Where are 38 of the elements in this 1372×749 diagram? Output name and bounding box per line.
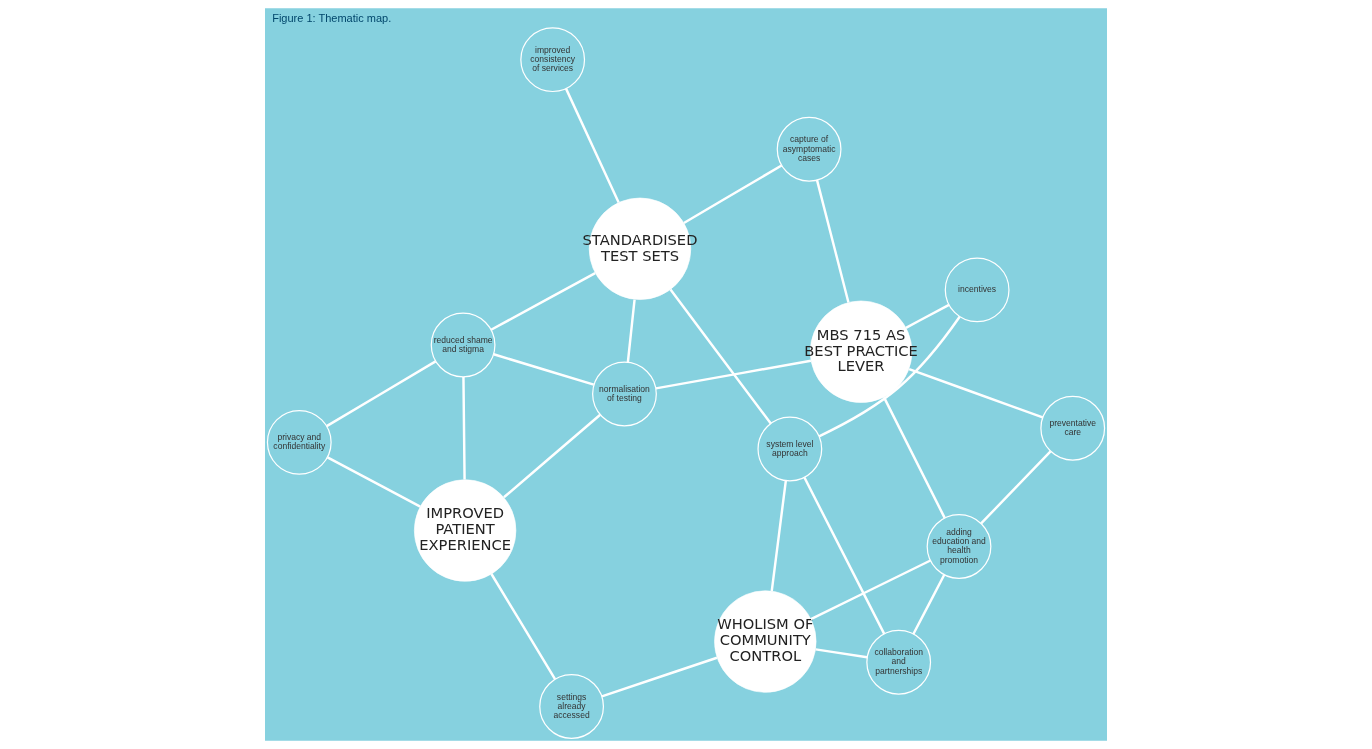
connector: [905, 303, 950, 329]
connector: [683, 164, 783, 224]
connector: [815, 179, 850, 303]
connector: [490, 272, 596, 331]
connector: [326, 456, 421, 508]
node-circle: system level approach: [757, 416, 823, 482]
node-circle: preventative care: [1040, 395, 1106, 461]
node-circle: improved consistency of services: [520, 27, 586, 93]
connector: [626, 299, 636, 363]
node-circle: capture of asymptomatic cases: [776, 116, 842, 182]
node-circle: WHOLISM OF COMMUNITY CONTROL: [714, 590, 817, 693]
node-circle: normalisation of testing: [592, 361, 657, 427]
connector: [490, 573, 557, 680]
node-circle: incentives: [944, 257, 1010, 323]
connector: [601, 656, 718, 698]
node-circle: privacy and confidentiality: [266, 409, 332, 475]
connector: [669, 288, 772, 425]
connector: [655, 359, 812, 390]
connector: [503, 413, 601, 499]
connector: [818, 316, 961, 438]
connector: [803, 477, 886, 635]
connector: [810, 559, 931, 621]
connector: [882, 396, 946, 519]
connector: [815, 648, 868, 659]
connector: [462, 376, 466, 480]
node-circle: collaboration and partnerships: [866, 629, 932, 695]
node-circle: settings already accessed: [539, 674, 605, 739]
connector: [770, 480, 788, 592]
node-circle: reduced shame and stigma: [430, 312, 496, 378]
connector: [908, 367, 1044, 419]
connector: [326, 360, 437, 428]
node-circle: adding education and health promotion: [926, 514, 992, 579]
diagram-title: Figure 1: Thematic map.: [272, 11, 392, 24]
connector: [493, 353, 595, 386]
connector: [912, 574, 946, 635]
connector: [980, 450, 1052, 525]
node-circle: IMPROVED PATIENT EXPERIENCE: [414, 479, 517, 582]
connector: [564, 88, 620, 204]
